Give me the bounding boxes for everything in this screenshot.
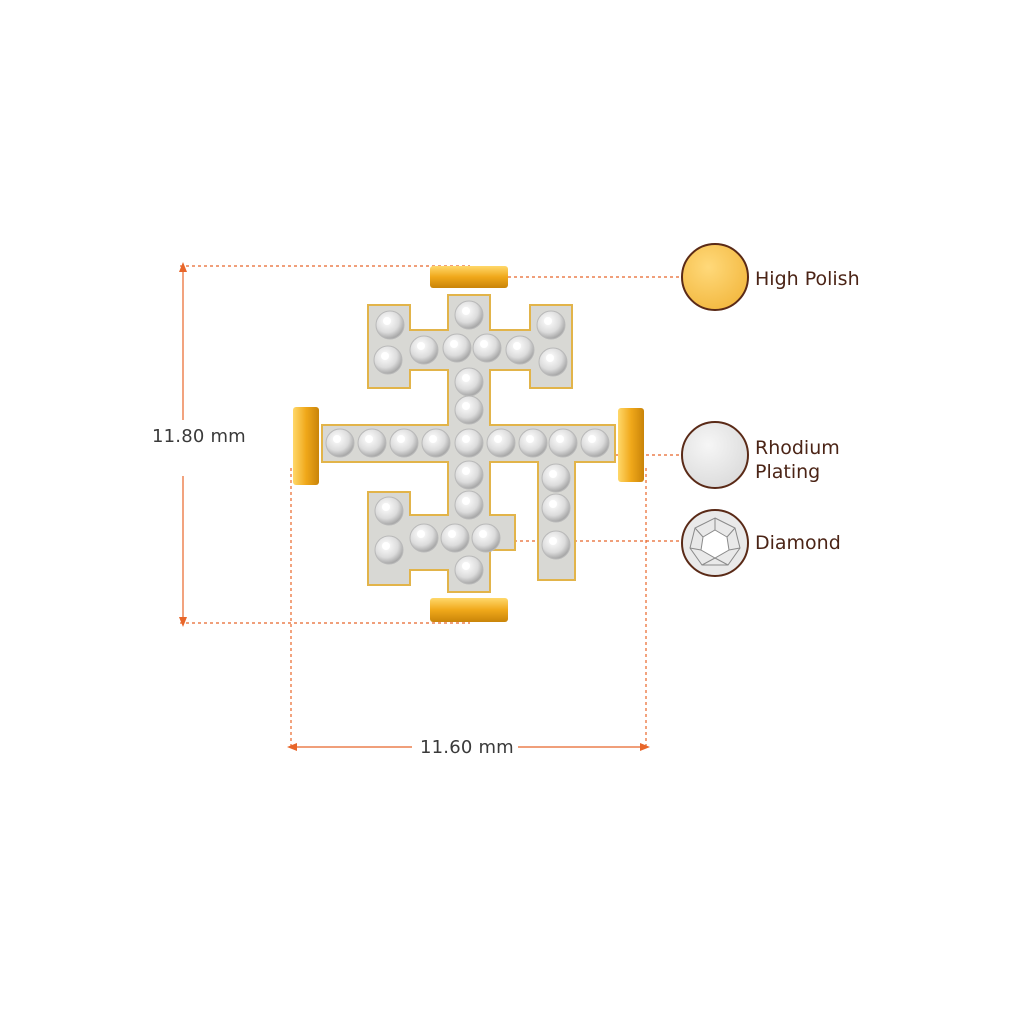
- diamond-stone: [580, 428, 610, 458]
- diamond-stone: [536, 310, 566, 340]
- diamond-highlight: [462, 467, 470, 475]
- legend-high-polish-label: High Polish: [755, 268, 860, 290]
- diamond-highlight: [429, 435, 437, 443]
- diamond-stone: [374, 496, 404, 526]
- diamond-stone: [454, 395, 484, 425]
- diamond-stone: [541, 530, 571, 560]
- diamond-highlight: [417, 342, 425, 350]
- legend-diamond-label: Diamond: [755, 532, 841, 554]
- diamond-stone: [454, 490, 484, 520]
- diamond-highlight: [462, 497, 470, 505]
- dimension-arrowheads: [179, 262, 650, 751]
- diamond-stone: [454, 460, 484, 490]
- diamond-stone: [454, 300, 484, 330]
- diamond-stone: [454, 367, 484, 397]
- diamond-highlight: [448, 530, 456, 538]
- diamond-highlight: [383, 317, 391, 325]
- diamond-highlight: [549, 500, 557, 508]
- diamond-highlight: [588, 435, 596, 443]
- diamond-highlight: [549, 470, 557, 478]
- diamond-highlight: [480, 340, 488, 348]
- diamond-highlight: [462, 402, 470, 410]
- diamond-highlight: [462, 435, 470, 443]
- height-dimension-label: 11.80 mm: [152, 426, 246, 447]
- diamond-stone: [518, 428, 548, 458]
- diamond-stone: [440, 523, 470, 553]
- gold-bars: [293, 266, 644, 622]
- diamond-highlight: [556, 435, 564, 443]
- diamond-highlight: [462, 562, 470, 570]
- diamond-highlight: [333, 435, 341, 443]
- diamond-highlight: [397, 435, 405, 443]
- diamond-stone: [389, 428, 419, 458]
- diamond-stone: [375, 310, 405, 340]
- diamond-highlight: [549, 537, 557, 545]
- diamond-highlight: [417, 530, 425, 538]
- diamond-swatch-facets: [689, 517, 741, 566]
- diamond-stone: [486, 428, 516, 458]
- high-polish-swatch: [681, 243, 749, 311]
- legend-swatches: [681, 243, 749, 577]
- diamond-stone: [548, 428, 578, 458]
- diamond-stone: [421, 428, 451, 458]
- diamond-stone: [538, 347, 568, 377]
- diamond-highlight: [381, 352, 389, 360]
- diamond-stone: [505, 335, 535, 365]
- diamond-stone: [541, 493, 571, 523]
- diamond-highlight: [382, 503, 390, 511]
- diamond-highlight: [526, 435, 534, 443]
- diamond-highlight: [513, 342, 521, 350]
- diamond-highlight: [365, 435, 373, 443]
- diamond-stone: [541, 463, 571, 493]
- width-dimension-label: 11.60 mm: [416, 737, 518, 758]
- rhodium-plating-swatch: [681, 421, 749, 489]
- diamond-stone: [357, 428, 387, 458]
- diamond-highlight: [462, 307, 470, 315]
- legend-rhodium-plating-label: Rhodium Plating: [755, 437, 840, 483]
- diamond-stone: [471, 523, 501, 553]
- diamond-stone: [409, 335, 439, 365]
- diamond-stone: [442, 333, 472, 363]
- diamond-highlight: [494, 435, 502, 443]
- diamond-stones: [325, 300, 610, 585]
- diamond-highlight: [479, 530, 487, 538]
- diamond-highlight: [462, 374, 470, 382]
- diamond-stone: [374, 535, 404, 565]
- diamond-highlight: [546, 354, 554, 362]
- diamond-highlight: [544, 317, 552, 325]
- diamond-highlight: [382, 542, 390, 550]
- diamond-stone: [454, 555, 484, 585]
- diamond-highlight: [450, 340, 458, 348]
- diamond-stone: [454, 428, 484, 458]
- diamond-stone: [409, 523, 439, 553]
- diamond-stone: [373, 345, 403, 375]
- diamond-stone: [472, 333, 502, 363]
- diamond-stone: [325, 428, 355, 458]
